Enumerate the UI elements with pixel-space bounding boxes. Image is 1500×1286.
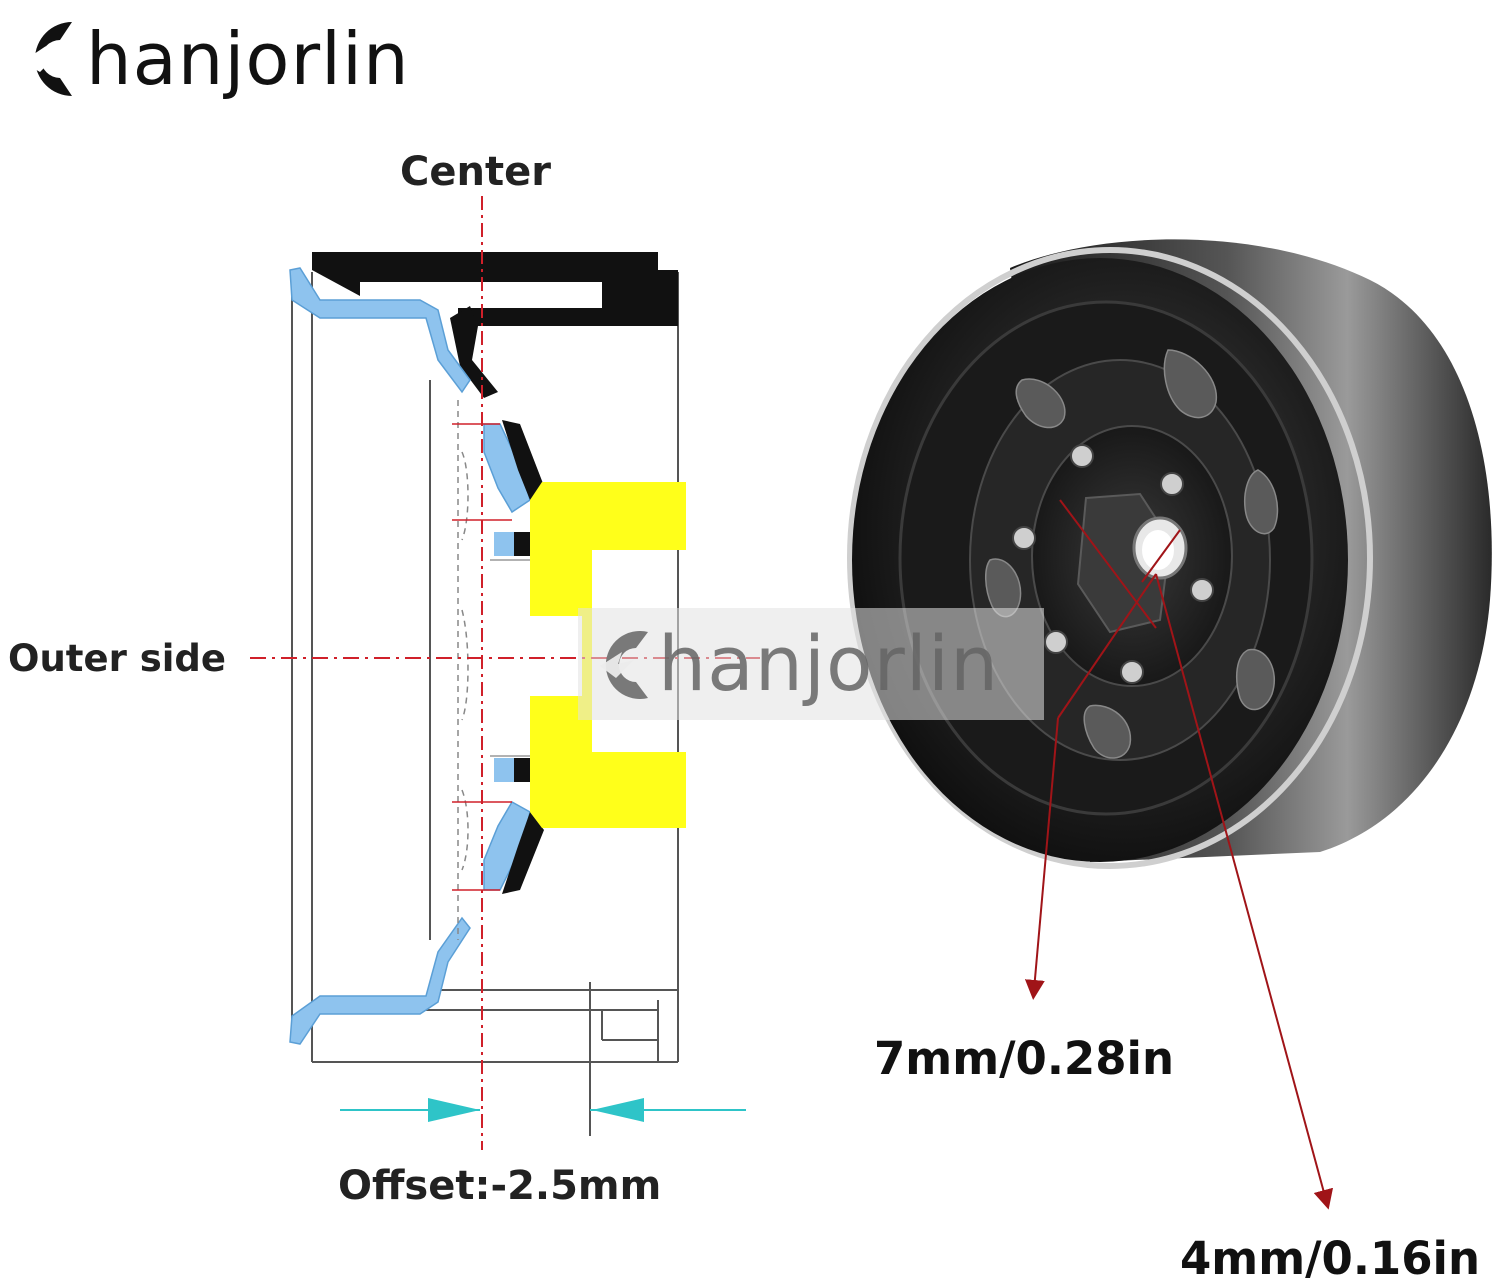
outer-side-label: Outer side [8, 637, 226, 680]
watermark-logo-mark [600, 631, 648, 699]
wheel-slots [985, 349, 1279, 759]
wheel-section-diagram [250, 196, 760, 1150]
watermark-text: hanjorlin [658, 619, 1000, 708]
offset-label: Offset:-2.5mm [338, 1163, 662, 1209]
hub-lower-black [502, 812, 544, 894]
bolts [1012, 444, 1214, 684]
measurement-pointers [1024, 499, 1334, 1210]
hub-lower-blue [483, 800, 531, 891]
brand-logo: hanjorlin [86, 4, 410, 114]
center-label: Center [400, 149, 551, 195]
wheel-outline [291, 272, 679, 1136]
brand-logo-mark [22, 22, 72, 96]
brand-name: hanjorlin [86, 17, 410, 101]
dimension-7mm-label: 7mm/0.28in [874, 1032, 1175, 1085]
offset-dimension [340, 1098, 746, 1122]
hub-upper-black [502, 420, 544, 500]
rim-top-inner [450, 306, 498, 398]
watermark: hanjorlin [578, 608, 1044, 720]
rim-top-flange [312, 252, 678, 326]
dimension-4mm-label: 4mm/0.16in [1180, 1232, 1481, 1285]
rim-profile-top [289, 267, 471, 394]
hub-upper-blue [483, 423, 531, 514]
rim-profile-bottom [289, 916, 471, 1045]
